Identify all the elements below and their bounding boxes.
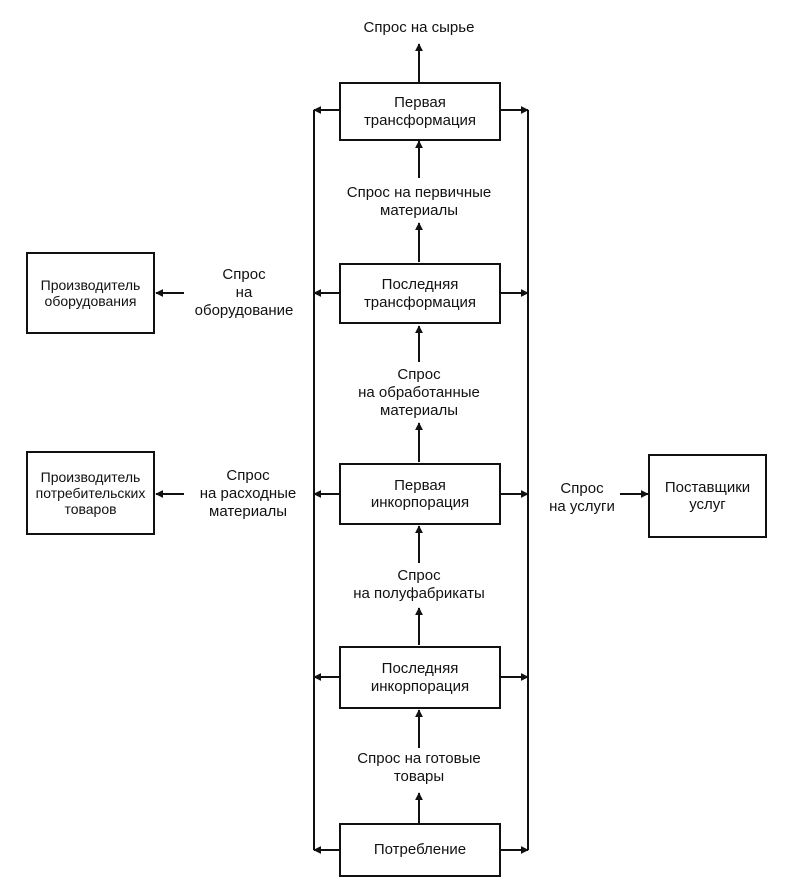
stage-consumption-label: Потребление [373, 841, 467, 859]
stage-first-incorporation: Первая инкорпорация [339, 463, 501, 525]
demand-primary-materials-label: Спрос на первичные материалы [346, 184, 492, 219]
demand-equipment-label: Спрос на оборудование [194, 266, 294, 319]
stage-first-transformation-label: Первая трансформация [363, 94, 477, 129]
stage-last-transformation: Последняя трансформация [339, 263, 501, 324]
stage-last-incorporation-label: Последняя инкорпорация [370, 660, 470, 695]
equipment-producer-label: Производитель оборудования [40, 276, 141, 309]
consumer-goods-producer-box: Производитель потребительских товаров [26, 451, 155, 535]
demand-processed-materials-label: Спрос на обработанные материалы [358, 366, 480, 419]
demand-finished-goods-label: Спрос на готовые товары [357, 750, 481, 785]
demand-raw-materials-label: Спрос на сырье [363, 19, 475, 36]
stage-last-transformation-label: Последняя трансформация [363, 276, 477, 311]
stage-consumption: Потребление [339, 823, 501, 877]
demand-services-label: Спрос на услуги [549, 480, 615, 515]
service-providers-box: Поставщики услуг [648, 454, 767, 538]
demand-semi-finished-label: Спрос на полуфабрикаты [353, 567, 485, 602]
service-providers-label: Поставщики услуг [664, 478, 751, 513]
consumer-goods-producer-label: Производитель потребительских товаров [35, 468, 146, 518]
demand-consumables-label: Спрос на расходные материалы [199, 467, 297, 520]
stage-first-incorporation-label: Первая инкорпорация [370, 476, 470, 511]
equipment-producer-box: Производитель оборудования [26, 252, 155, 334]
stage-last-incorporation: Последняя инкорпорация [339, 646, 501, 709]
stage-first-transformation: Первая трансформация [339, 82, 501, 141]
